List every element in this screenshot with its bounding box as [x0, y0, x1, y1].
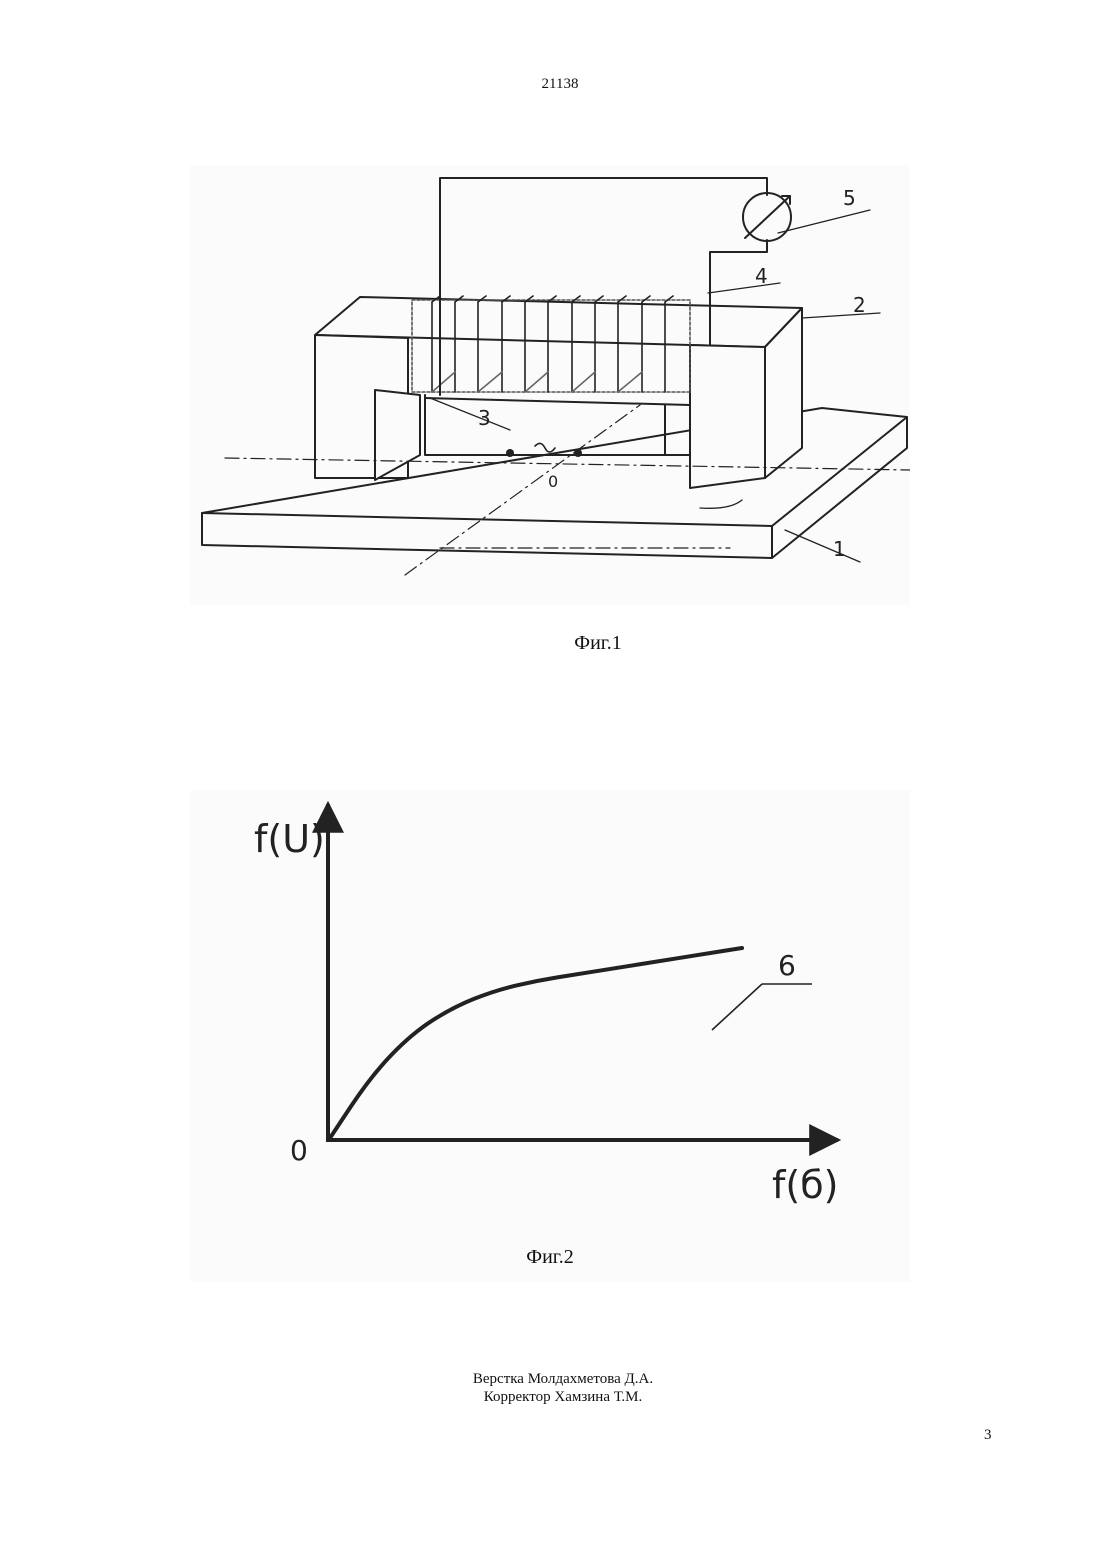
meter-5: [743, 193, 791, 241]
figure-1-caption: Фиг.1: [0, 632, 1100, 655]
figure-1: 5 4 2 3 1 0: [190, 165, 910, 605]
gap-sample: [425, 395, 690, 456]
x-axis-label: f(б): [772, 1163, 838, 1207]
layout-credit: Верстка Молдахметова Д.А.: [0, 1370, 1100, 1388]
label-2: 2: [853, 293, 866, 317]
y-axis-label: f(U): [254, 817, 325, 861]
patent-number: 21138: [0, 76, 1100, 93]
figure-2: f(U) f(б) 0 6: [190, 790, 910, 1282]
credits: Верстка Молдахметова Д.А. Корректор Хамз…: [0, 1370, 1100, 1406]
curve-label-leader: [712, 984, 762, 1030]
figure-2-caption: Фиг.2: [0, 1246, 1100, 1269]
label-0: 0: [548, 472, 558, 491]
figure-2-chart: f(U) f(б) 0 6: [190, 790, 910, 1282]
page-number: 3: [984, 1427, 992, 1444]
curve-label-6: 6: [778, 949, 796, 982]
label-1: 1: [833, 537, 846, 561]
proof-credit: Корректор Хамзина Т.М.: [0, 1388, 1100, 1406]
origin-label: 0: [290, 1134, 308, 1167]
label-4: 4: [755, 264, 768, 288]
core-left-pillar: [315, 335, 420, 480]
leader-lines: [430, 210, 880, 562]
figure-1-drawing: 5 4 2 3 1 0: [190, 165, 910, 605]
series-line-6: [330, 948, 742, 1138]
label-5: 5: [843, 186, 856, 210]
label-3: 3: [478, 406, 491, 430]
